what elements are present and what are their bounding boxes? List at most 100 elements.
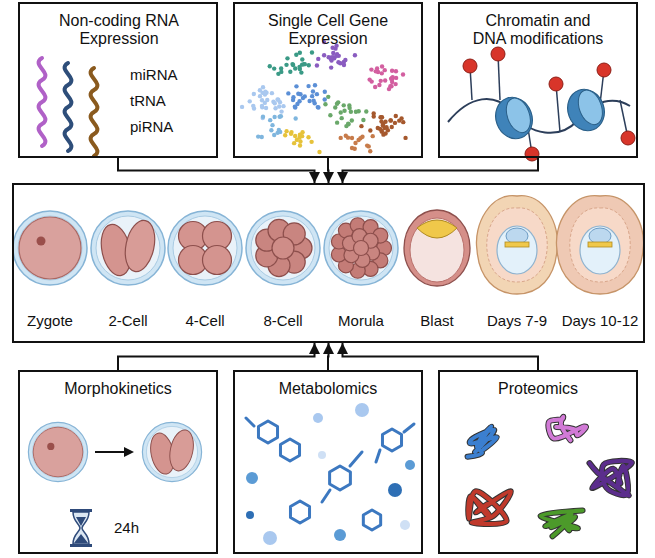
cell-dot (335, 102, 339, 106)
stage-node: Blast (394, 190, 480, 340)
cell-dot (359, 124, 363, 128)
cell-dot (350, 118, 354, 122)
stage-node: 4-Cell (162, 190, 248, 340)
cell-dot (380, 71, 384, 75)
protein-art (468, 417, 632, 537)
cell-dot (336, 60, 340, 64)
cell-dot (296, 92, 300, 96)
modification-mark (597, 63, 611, 77)
cell-dot (307, 63, 311, 67)
stage-label: Days 7-9 (474, 312, 560, 329)
panel-box: Non-coding RNA ExpressionmiRNAtRNApiRNA (18, 2, 218, 158)
cell-dot (372, 114, 376, 118)
perivitelline-space (96, 216, 160, 280)
box-title: Morphokinetics (20, 380, 216, 398)
protein-chain (589, 461, 632, 496)
cell-dot (378, 115, 382, 119)
stage-node: 2-Cell (85, 190, 171, 340)
cell-dot (261, 85, 265, 89)
hourglass-glass (73, 512, 89, 544)
panel-box: Morphokinetics 24h (18, 370, 218, 554)
cell-dot (368, 128, 372, 132)
nucleus (37, 237, 46, 246)
cell-dot (329, 55, 333, 59)
cell-dot (311, 98, 315, 102)
time-label: 24h (114, 519, 174, 536)
nucleosome-face (574, 87, 607, 128)
cell-dot (279, 109, 283, 113)
cell-dot (383, 78, 387, 82)
trophoblast (570, 208, 631, 282)
perivitelline-space (32, 426, 83, 477)
cell-dot (333, 105, 337, 109)
cell-dot (270, 123, 274, 127)
zona-ring (142, 422, 201, 481)
cell (203, 246, 232, 275)
cell-dot (273, 101, 277, 105)
cell-dot (299, 70, 303, 74)
cell-dot (252, 92, 256, 96)
cell-dot (306, 135, 310, 139)
chromatin-art (448, 47, 635, 161)
cell-dot (293, 134, 297, 138)
stage-node: Days 10-12 (557, 190, 643, 340)
metabolite-dot (400, 520, 410, 530)
cell-dot (309, 140, 313, 144)
cell-dot (361, 118, 365, 122)
time-arrowhead (124, 447, 134, 457)
metabolite-art (246, 403, 415, 545)
cell-dot (401, 72, 405, 76)
box-title: Non-coding RNA Expression (44, 12, 194, 49)
flow-arrow (327, 343, 330, 370)
cell-dot (365, 143, 369, 147)
flow-arrow (343, 343, 539, 370)
cell-dot (329, 65, 333, 69)
cell-dot (344, 124, 348, 128)
embryonic-disc (588, 242, 612, 247)
cell-dot (379, 115, 383, 119)
cell-dot (388, 84, 392, 88)
cell-dot (270, 91, 274, 95)
cell-dot (315, 63, 319, 67)
cell-dot (313, 83, 317, 87)
perivitelline-space (18, 216, 82, 280)
cell-dot (276, 72, 280, 76)
rna-strand (91, 68, 98, 156)
panel-box: Metabolomics (233, 370, 423, 554)
protein-outline (589, 461, 632, 496)
stage-label: Blast (394, 312, 480, 329)
cell (354, 241, 369, 256)
cell-dot (256, 134, 260, 138)
zona-ring (324, 211, 398, 285)
modification-mark (463, 59, 477, 73)
flow-arrow (343, 158, 539, 183)
zona-ring (13, 211, 87, 285)
panel-box: Single Cell Gene Expression (233, 2, 423, 158)
cell-dot (260, 105, 264, 109)
cell-dot (390, 125, 394, 129)
protein-chain (548, 417, 586, 441)
cell-dot (264, 106, 268, 110)
cell-dot (276, 98, 280, 102)
cell-dot (284, 129, 288, 133)
zona-ring (168, 211, 242, 285)
time-arrow (95, 451, 126, 453)
trophoblast (487, 208, 548, 282)
cell-dot (349, 110, 353, 114)
cell-dot (272, 66, 276, 70)
cell-dot (275, 97, 279, 101)
cell-dot (323, 97, 327, 101)
cell-dot (273, 106, 277, 110)
cell-dot (268, 118, 272, 122)
cell-dot (347, 103, 351, 107)
cell-dot (300, 130, 304, 134)
cell-dot (291, 95, 295, 99)
stage-label: 2-Cell (85, 312, 171, 329)
cell-dot (252, 106, 256, 110)
cell-dot (342, 63, 346, 67)
metabolite-dot (334, 529, 346, 541)
cell-dot (278, 130, 282, 134)
protein-chain (541, 510, 583, 536)
cell-dot (393, 82, 397, 86)
